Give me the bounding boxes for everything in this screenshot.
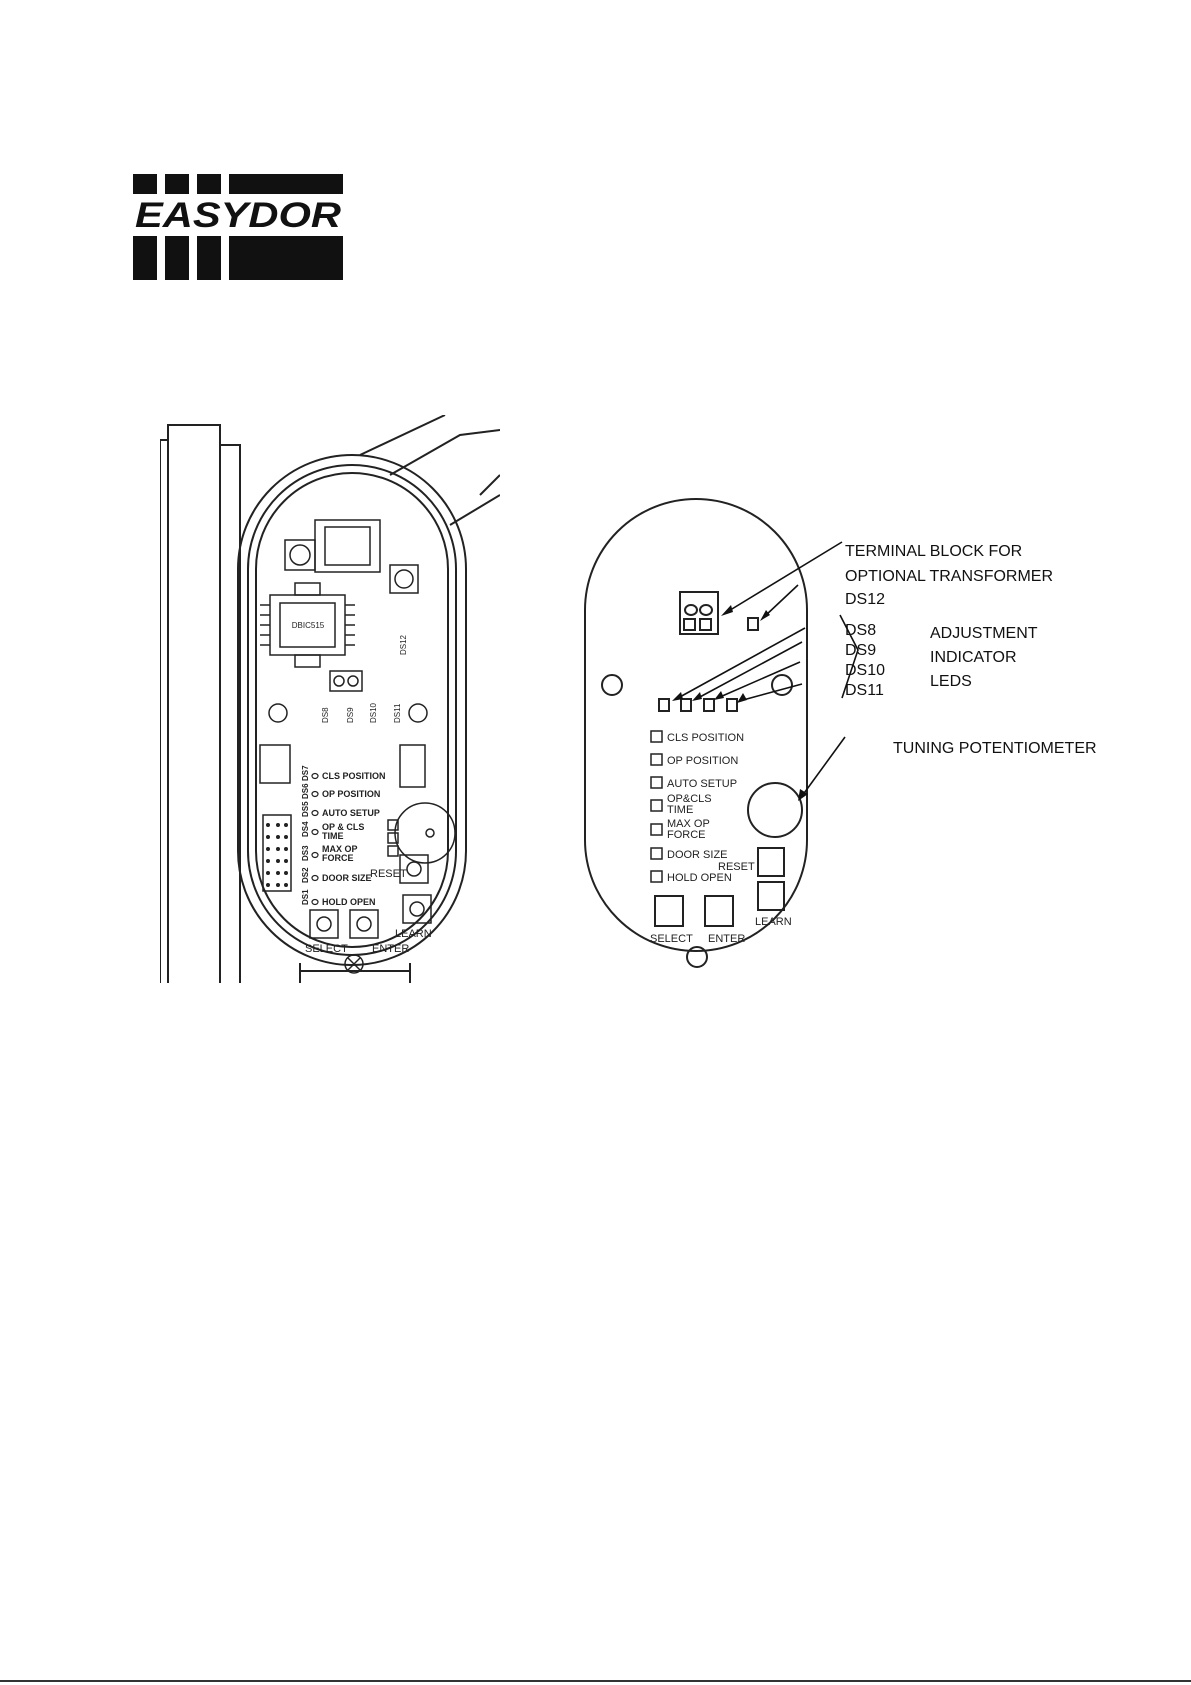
- sch-indicator-label: FORCE: [667, 829, 706, 841]
- photo-indicator-label: DOOR SIZE: [322, 873, 372, 883]
- bottom-rule: [0, 1680, 1191, 1682]
- callout-ds12: DS12: [845, 591, 885, 608]
- sch-indicator-label: MAX OP: [667, 818, 710, 830]
- photo-led-code: DS3: [301, 845, 310, 861]
- sch-learn-label: LEARN: [755, 916, 792, 928]
- sch-indicator-label: HOLD OPEN: [667, 872, 732, 884]
- photo-ds11: DS11: [393, 703, 402, 723]
- sch-indicator-label: CLS POSITION: [667, 732, 744, 744]
- sch-indicator-label: OP POSITION: [667, 755, 738, 767]
- photo-led-code: DS6: [301, 783, 310, 799]
- photo-ds12: DS12: [399, 634, 408, 655]
- sch-select-label: SELECT: [650, 933, 693, 945]
- photo-led-code: DS1: [301, 889, 310, 905]
- photo-indicator-label: OP & CLS: [322, 822, 364, 832]
- photo-led-code: DS7: [301, 765, 310, 781]
- callout-ds9: DS9: [845, 642, 876, 659]
- photo-led-code: DS2: [301, 867, 310, 883]
- photo-select-label: SELECT: [305, 943, 348, 955]
- photo-indicator-label: HOLD OPEN: [322, 897, 376, 907]
- photo-led-code: DS5: [301, 801, 310, 817]
- callout-ds11: DS11: [845, 682, 884, 699]
- photo-ds9: DS9: [346, 707, 355, 723]
- photo-indicator-label: TIME: [322, 831, 344, 841]
- photo-ds10: DS10: [369, 702, 378, 723]
- callout-tuning: TUNING POTENTIOMETER: [893, 740, 1097, 757]
- easydor-logo: EASYDOR: [133, 174, 343, 280]
- callout-adjustment-2: INDICATOR: [930, 649, 1017, 666]
- photo-indicator-label: AUTO SETUP: [322, 808, 380, 818]
- board-schematic: CLS POSITION OP POSITION AUTO SETUP OP&C…: [584, 498, 1097, 968]
- chip-label: DBIC515: [292, 621, 325, 630]
- callout-ds10: DS10: [845, 662, 885, 679]
- sch-indicator-label: AUTO SETUP: [667, 778, 737, 790]
- logo-text: EASYDOR: [135, 196, 342, 235]
- sch-indicator-label: TIME: [667, 804, 693, 816]
- photo-indicator-label: CLS POSITION: [322, 771, 386, 781]
- sch-indicator-label: DOOR SIZE: [667, 849, 728, 861]
- photo-indicator-label: FORCE: [322, 853, 354, 863]
- callout-terminal-2: OPTIONAL TRANSFORMER: [845, 568, 1053, 585]
- callout-adjustment-1: ADJUSTMENT: [930, 625, 1038, 642]
- controller-drawing: DBIC515 DS12 DS8 DS9 DS10 DS11 DS7 DS6 D…: [160, 415, 500, 983]
- callout-terminal-1: TERMINAL BLOCK FOR: [845, 543, 1022, 560]
- photo-indicator-label: OP POSITION: [322, 789, 380, 799]
- photo-ds8: DS8: [321, 707, 330, 723]
- sch-reset-label: RESET: [718, 861, 755, 873]
- photo-reset-label: RESET: [370, 868, 407, 880]
- photo-indicator-label: MAX OP: [322, 844, 358, 854]
- sch-indicator-label: OP&CLS: [667, 793, 712, 805]
- callout-ds8: DS8: [845, 622, 876, 639]
- photo-learn-label: LEARN: [395, 928, 432, 940]
- sch-enter-label: ENTER: [708, 933, 745, 945]
- photo-led-code: DS4: [301, 821, 310, 837]
- callout-adjustment-3: LEDS: [930, 673, 972, 690]
- photo-enter-label: ENTER: [372, 943, 409, 955]
